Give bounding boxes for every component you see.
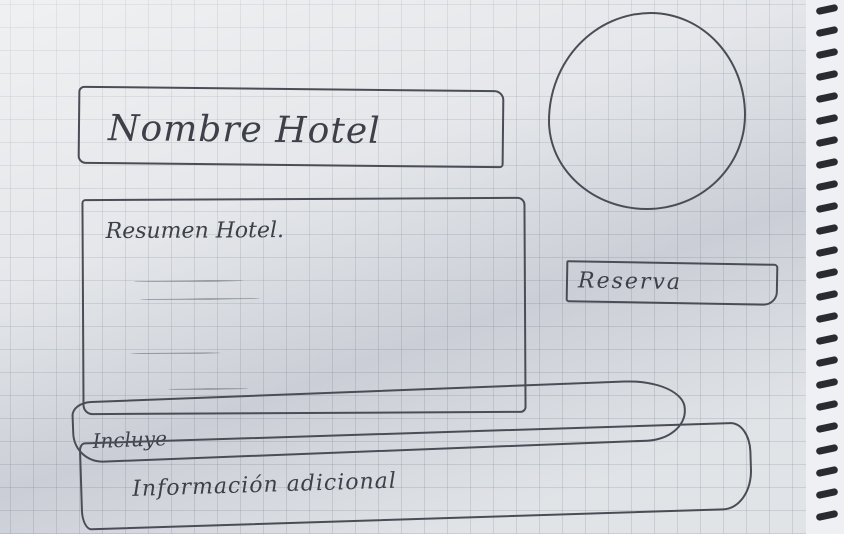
binding-coil xyxy=(815,113,839,126)
binding-coil xyxy=(815,3,839,16)
binding-coil xyxy=(815,91,839,104)
reserve-button-label: Reserva xyxy=(577,268,683,296)
placeholder-text-line xyxy=(168,388,249,390)
binding-coil xyxy=(815,179,839,192)
spiral-binding xyxy=(806,0,844,534)
placeholder-text-line xyxy=(133,280,244,282)
binding-coil xyxy=(815,135,839,148)
binding-coil xyxy=(815,355,839,368)
binding-coil xyxy=(815,509,839,522)
binding-coil xyxy=(815,69,839,82)
binding-coil xyxy=(815,311,839,324)
binding-coil xyxy=(815,487,839,500)
additional-info-label: Información adicional xyxy=(131,468,398,502)
reserve-button[interactable]: Reserva xyxy=(565,260,779,306)
binding-coil xyxy=(815,223,839,236)
binding-coil xyxy=(815,47,839,60)
placeholder-text-line xyxy=(130,352,221,354)
hotel-name-title: Nombre Hotel xyxy=(107,108,381,152)
binding-coil xyxy=(815,333,839,346)
binding-coil xyxy=(815,245,839,258)
binding-coil xyxy=(815,289,839,302)
binding-coil xyxy=(815,25,839,38)
hotel-summary-panel: Resumen Hotel. xyxy=(81,196,527,416)
binding-coil xyxy=(815,377,839,390)
binding-coil xyxy=(815,421,839,434)
binding-coil xyxy=(815,443,839,456)
binding-coil xyxy=(815,399,839,412)
placeholder-text-line xyxy=(139,298,260,300)
binding-coil xyxy=(815,157,839,170)
hotel-image-placeholder xyxy=(548,12,746,210)
hotel-summary-title: Resumen Hotel. xyxy=(105,218,285,245)
binding-coil xyxy=(815,267,839,280)
hotel-name-header: Nombre Hotel xyxy=(77,85,505,169)
binding-coil xyxy=(815,465,839,478)
binding-coil xyxy=(815,201,839,214)
